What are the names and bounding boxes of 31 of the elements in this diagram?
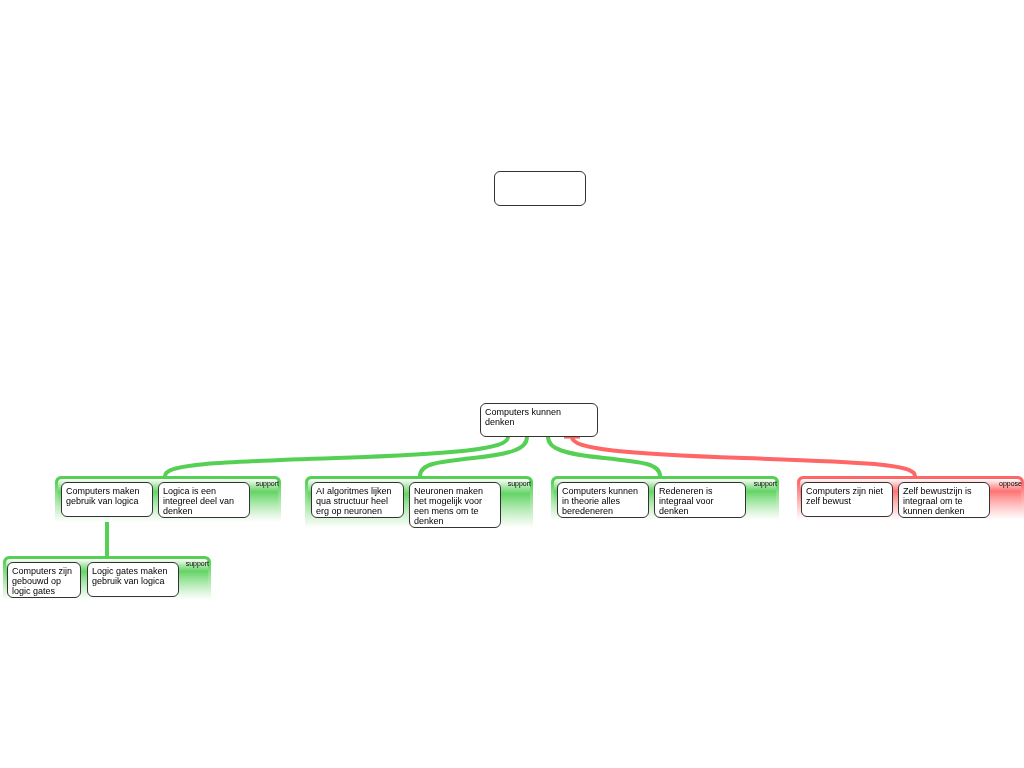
argument-band [3,556,211,600]
claim-box [557,482,649,518]
claim-box [7,562,81,598]
claim-text: Zelf bewustzijn is integraal om te kunnen denken [903,486,973,516]
claim-text: Logic gates maken gebruik van logica [92,566,169,586]
claim-box [898,482,990,518]
claim-text: Computers kunnen denken [485,407,563,427]
connector [418,436,529,477]
claim-text: Redeneren is integraal voor denken [659,486,715,516]
argument-band [55,476,281,522]
claim-box [480,403,598,437]
claim-text: Neuronen maken het mogelijk voor een mens om te denken [414,486,485,526]
claim-box [654,482,746,518]
argument-band [305,476,533,528]
claim-box [409,482,501,528]
empty-box [494,171,586,206]
connector [546,436,662,477]
claim-text: Computers zijn gebouwd op logic gates [12,566,74,596]
claim-text: Computers maken gebruik van logica [66,486,141,506]
argument-band [797,476,1024,520]
claim-box [801,482,893,517]
claim-box [158,482,250,518]
claim-box [61,482,153,517]
claim-text: Computers kunnen in theorie alles beredeneren [562,486,640,516]
claim-box [311,482,404,518]
claim-text: AI algoritmes lijken qua structuur heel erg op neuronen [316,486,393,516]
claim-box [87,562,179,597]
claim-text: Logica is een integreel deel van denken [163,486,236,516]
argument-band [551,476,779,520]
claim-text: Computers zijn niet zelf bewust [806,486,885,506]
connector [163,436,510,477]
